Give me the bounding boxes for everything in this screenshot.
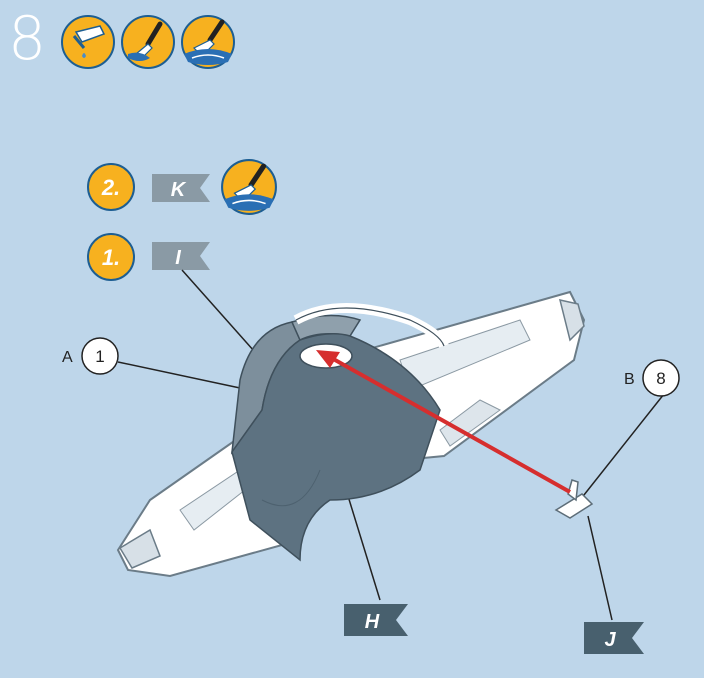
svg-text:A: A: [62, 349, 73, 366]
step-order-badge-1: 1.: [87, 233, 135, 281]
leader-line-b: [579, 393, 665, 501]
svg-text:J: J: [604, 629, 616, 651]
svg-text:2.: 2.: [101, 175, 120, 200]
flag-k: K: [152, 174, 210, 202]
wash-brush-icon: [221, 159, 277, 215]
svg-text:B: B: [624, 371, 635, 388]
paint-brush-icon: [121, 15, 175, 69]
part-callout-b: B 8: [624, 359, 680, 397]
wash-brush-icon: [181, 15, 235, 69]
leader-line-i: [181, 269, 263, 361]
step-order-badge-2: 2.: [87, 163, 135, 211]
svg-text:K: K: [171, 179, 187, 201]
svg-text:I: I: [175, 247, 181, 269]
leader-line-j: [587, 515, 613, 621]
arrow-head: [316, 350, 340, 368]
glue-dropper-icon: [61, 15, 115, 69]
small-part-b: [554, 479, 594, 519]
flag-i: I: [152, 242, 210, 270]
step-number: 8: [8, 4, 47, 74]
svg-text:H: H: [365, 611, 380, 633]
svg-text:8: 8: [656, 369, 665, 388]
leader-line-a: [117, 361, 241, 389]
flag-h: H: [344, 604, 408, 636]
svg-text:1.: 1.: [102, 245, 120, 270]
svg-text:1: 1: [95, 347, 104, 366]
part-callout-a: A 1: [62, 337, 119, 375]
insertion-arrow: [327, 354, 571, 494]
flag-j: J: [584, 622, 644, 654]
